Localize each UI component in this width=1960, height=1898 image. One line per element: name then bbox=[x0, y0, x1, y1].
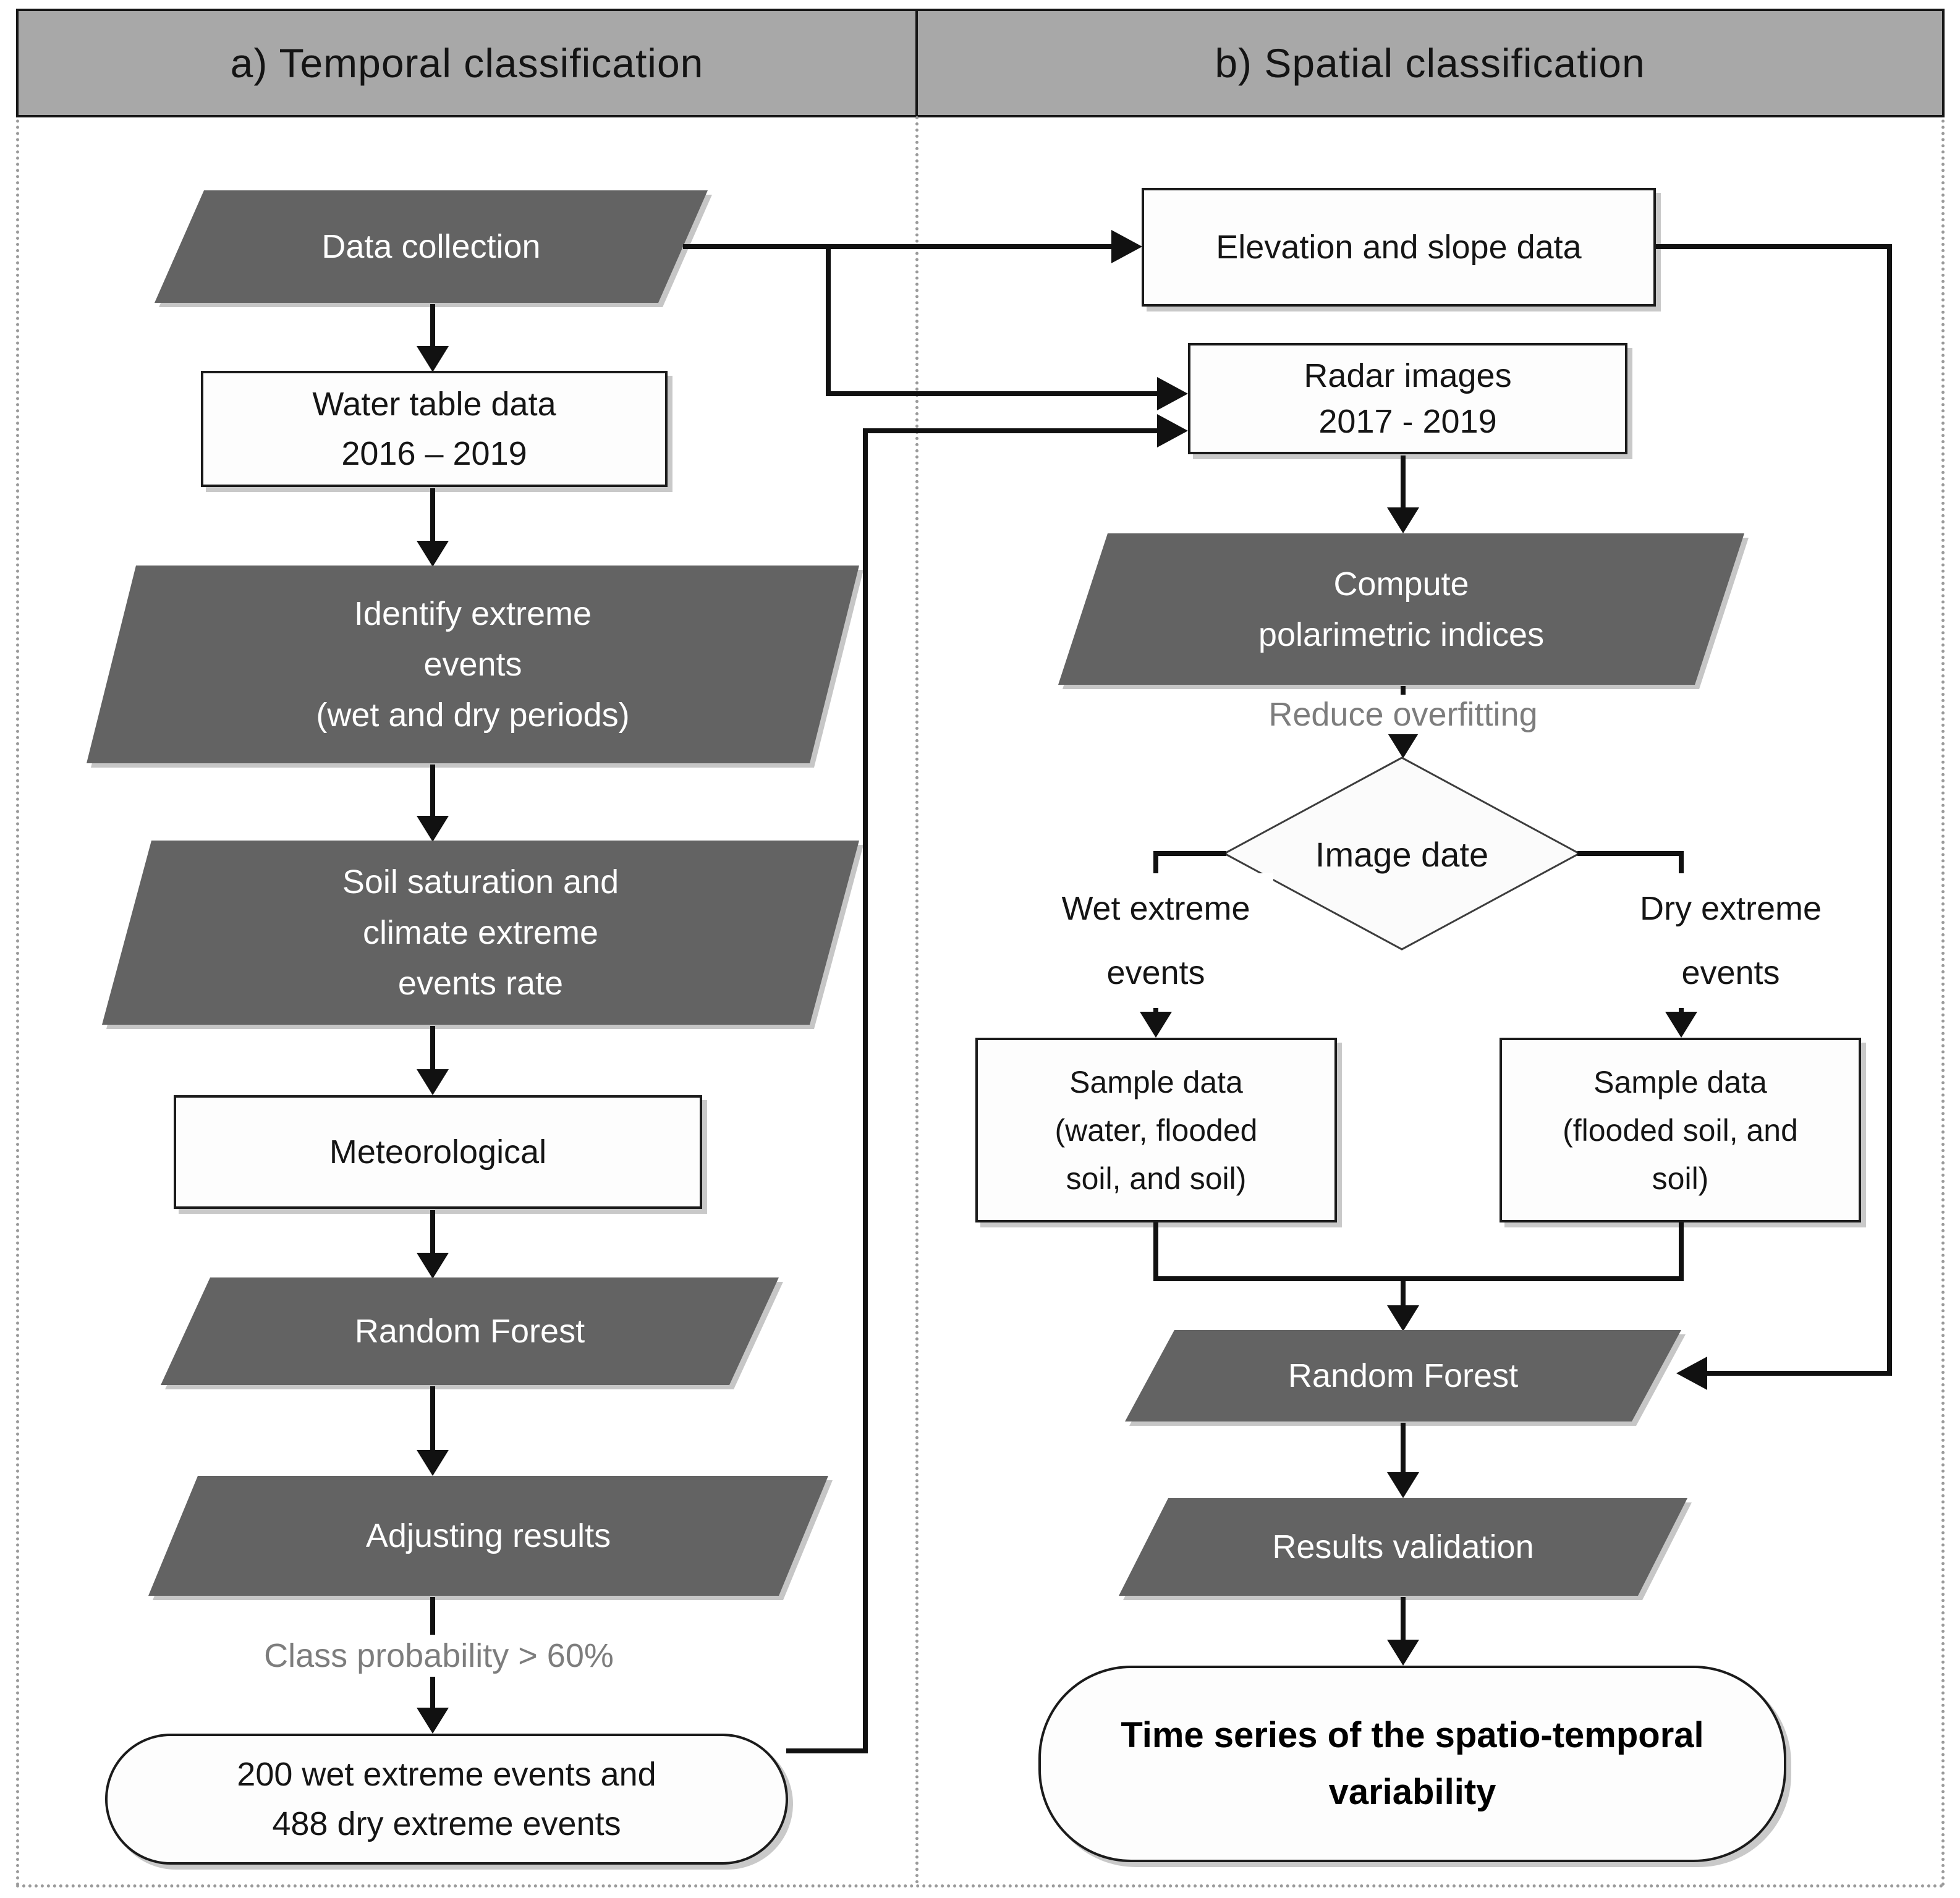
label-wet-branch: Wet extreme events bbox=[1038, 873, 1273, 1008]
node-label: Data collection bbox=[321, 228, 541, 265]
node-label: Random Forest bbox=[1288, 1357, 1519, 1394]
label-line: Dry extreme bbox=[1639, 890, 1822, 927]
arrow-rf-to-validation bbox=[1387, 1423, 1419, 1498]
node-elevation-slope: Elevation and slope data bbox=[1142, 188, 1656, 307]
line-elevation-out bbox=[1656, 244, 1892, 249]
decision-image-date-diamond bbox=[1223, 756, 1581, 951]
line-datacollection-to-elevation bbox=[683, 244, 1113, 249]
node-label-line: Sample data bbox=[1069, 1064, 1243, 1099]
node-meteorological: Meteorological bbox=[174, 1095, 702, 1209]
label-line: events bbox=[1106, 954, 1205, 991]
node-label-line: variability bbox=[1328, 1772, 1496, 1812]
panel-b-title: b) Spatial classification bbox=[1215, 40, 1645, 86]
node-label: Adjusting results bbox=[365, 1517, 611, 1554]
wet-branch-line bbox=[1153, 851, 1226, 856]
node-label-line: climate extreme bbox=[362, 914, 599, 951]
node-label-line: Sample data bbox=[1593, 1064, 1767, 1099]
node-compute-indices: Compute polarimetric indices bbox=[1058, 533, 1744, 685]
node-results-validation: Results validation bbox=[1119, 1498, 1687, 1596]
node-radar-images: Radar images 2017 - 2019 bbox=[1188, 343, 1627, 454]
node-sample-dry: Sample data (flooded soil, and soil) bbox=[1500, 1038, 1861, 1222]
node-water-table: Water table data 2016 – 2019 bbox=[201, 371, 668, 487]
arrowhead-into-elevation bbox=[1111, 230, 1142, 263]
node-label-line: Soil saturation and bbox=[342, 863, 619, 900]
node-label-line: soil, and soil) bbox=[1066, 1161, 1247, 1196]
node-identify-events: Identify extreme events (wet and dry per… bbox=[87, 566, 859, 763]
node-label-line: 2016 – 2019 bbox=[341, 435, 527, 472]
line-right-edge-vertical bbox=[1887, 244, 1892, 1376]
node-label: Results validation bbox=[1272, 1528, 1534, 1565]
arrow-identify-to-soil bbox=[417, 765, 449, 842]
node-soil-saturation: Soil saturation and climate extreme even… bbox=[102, 841, 859, 1025]
arrow-merge-to-rf bbox=[1387, 1279, 1419, 1331]
node-label-line: (flooded soil, and bbox=[1563, 1112, 1798, 1148]
line-branch-to-radar bbox=[826, 391, 1160, 396]
line-result-vertical bbox=[863, 428, 868, 1753]
node-random-forest-temporal: Random Forest bbox=[161, 1277, 779, 1385]
line-result-to-radar bbox=[863, 428, 1158, 433]
node-data-collection: Data collection bbox=[155, 190, 708, 303]
node-label-line: Radar images bbox=[1304, 357, 1512, 394]
line-result-out bbox=[786, 1748, 868, 1753]
node-label: Meteorological bbox=[329, 1133, 547, 1171]
arrow-data-to-watertable bbox=[417, 304, 449, 372]
label-class-probability: Class probability > 60% bbox=[204, 1635, 674, 1677]
node-label-line: (wet and dry periods) bbox=[316, 697, 630, 734]
arrow-radar-to-compute bbox=[1387, 455, 1419, 533]
node-final-time-series: Time series of the spatio-temporal varia… bbox=[1038, 1666, 1786, 1862]
arrow-watertable-to-identify bbox=[417, 488, 449, 567]
arrow-meteorological-to-rf bbox=[417, 1210, 449, 1279]
arrow-validation-to-final bbox=[1387, 1597, 1419, 1666]
decision-label: Image date bbox=[1315, 834, 1489, 874]
dry-branch-line bbox=[1577, 851, 1684, 856]
node-label-line: 200 wet extreme events and bbox=[237, 1756, 656, 1793]
arrow-rf-to-adjusting bbox=[417, 1386, 449, 1476]
node-random-forest-spatial: Random Forest bbox=[1125, 1330, 1681, 1421]
node-sample-wet: Sample data (water, flooded soil, and so… bbox=[975, 1038, 1337, 1222]
node-label: Random Forest bbox=[354, 1313, 585, 1350]
node-label-line: 2017 - 2019 bbox=[1318, 403, 1497, 440]
node-adjusting-results: Adjusting results bbox=[148, 1476, 828, 1596]
arrow-soil-to-meteorological bbox=[417, 1026, 449, 1095]
node-label: Elevation and slope data bbox=[1216, 229, 1582, 266]
arrowhead-into-radar-lower bbox=[1157, 414, 1188, 447]
node-label-line: events bbox=[423, 646, 522, 683]
node-label-line: 488 dry extreme events bbox=[272, 1805, 621, 1842]
arrowhead-into-rf-spatial bbox=[1676, 1357, 1707, 1390]
node-label-line: Compute bbox=[1333, 565, 1469, 603]
arrowhead-into-radar-upper bbox=[1157, 377, 1188, 410]
panel-a-title: a) Temporal classification bbox=[19, 11, 918, 115]
merge-line-right bbox=[1679, 1222, 1684, 1281]
node-label-line: Time series of the spatio-temporal bbox=[1121, 1715, 1704, 1755]
panel-header-row: a) Temporal classification b) Spatial cl… bbox=[16, 9, 1945, 117]
node-label-line: soil) bbox=[1652, 1161, 1709, 1196]
panel-divider bbox=[915, 116, 918, 1885]
merge-line-horizontal bbox=[1153, 1276, 1684, 1281]
merge-line-left bbox=[1153, 1222, 1158, 1281]
node-label-line: (water, flooded bbox=[1054, 1112, 1258, 1148]
label-dry-branch: Dry extreme events bbox=[1613, 873, 1848, 1008]
line-branch-vertical bbox=[826, 244, 831, 396]
node-label-line: polarimetric indices bbox=[1258, 616, 1545, 653]
node-label-line: Water table data bbox=[312, 386, 556, 423]
node-label-line: events rate bbox=[397, 965, 564, 1002]
label-line: events bbox=[1681, 954, 1780, 991]
line-into-rf-spatial bbox=[1707, 1371, 1892, 1376]
node-label-line: Identify extreme bbox=[354, 595, 592, 632]
node-temporal-result: 200 wet extreme events and 488 dry extre… bbox=[105, 1734, 788, 1865]
label-reduce-overfitting: Reduce overfitting bbox=[1168, 695, 1638, 734]
label-line: Wet extreme bbox=[1061, 890, 1250, 927]
